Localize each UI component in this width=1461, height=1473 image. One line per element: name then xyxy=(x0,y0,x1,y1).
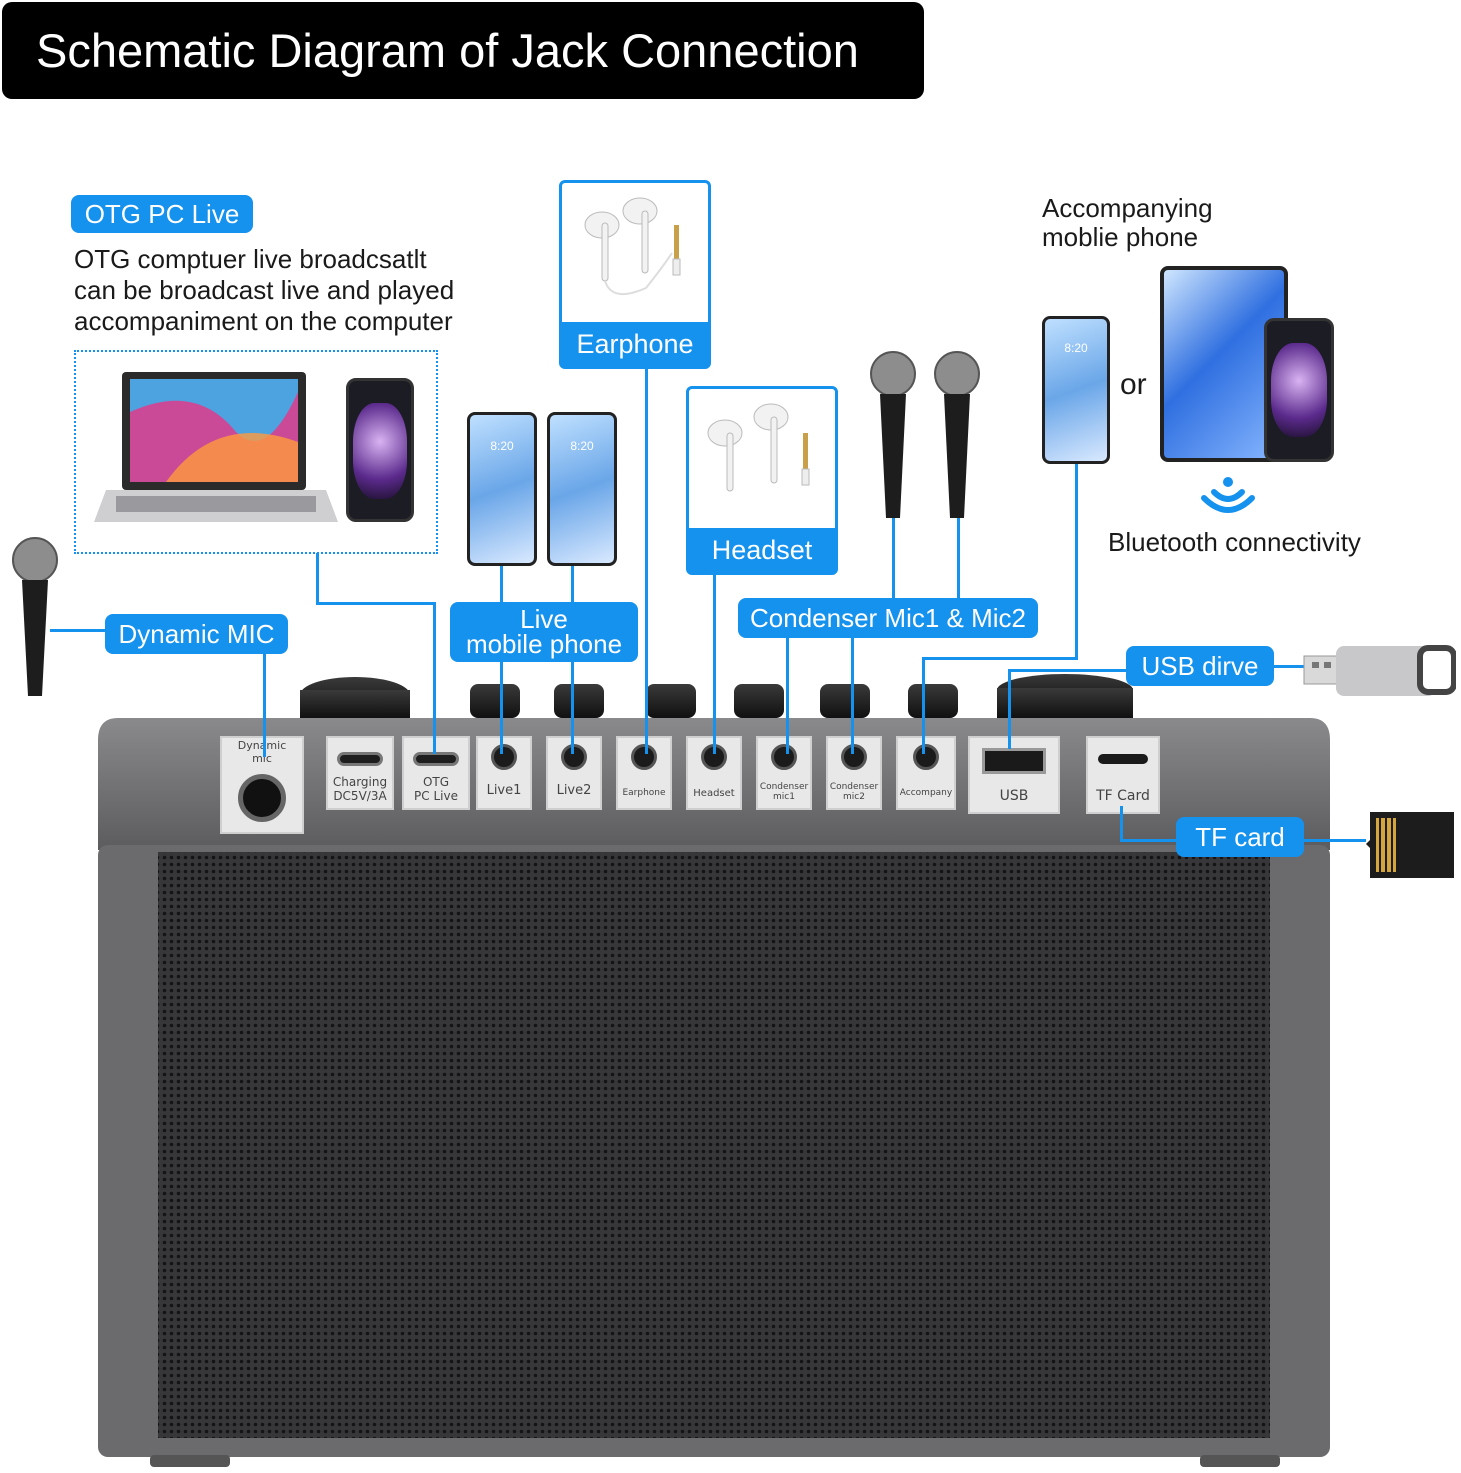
earphone-jack-label: Earphone xyxy=(622,788,666,798)
condenser-mic-tag: Condenser Mic1 & Mic2 xyxy=(738,598,1038,638)
phone-time: 8:20 xyxy=(570,439,594,453)
condenser-mic2-jack: Condenser mic2 xyxy=(826,736,882,810)
charging-port: Charging DC5V/3A xyxy=(326,736,394,810)
headset-box: Headset xyxy=(686,386,838,575)
audio-jack-icon xyxy=(561,744,587,770)
usb-c-port-icon xyxy=(337,752,383,766)
charging-label: Charging xyxy=(332,775,388,789)
otg-pc-live-label: PC Live xyxy=(414,788,458,803)
usb-port: USB xyxy=(968,736,1060,814)
phone-time: 8:20 xyxy=(490,439,514,453)
live2-label: Live2 xyxy=(556,783,592,798)
smartphone-icon xyxy=(1264,318,1334,462)
live-phone-2-icon: 8:20 xyxy=(547,412,617,566)
accompany-jack: Accompany xyxy=(896,736,956,810)
dynamic-microphone-icon xyxy=(12,537,58,696)
card-slot-icon xyxy=(1098,754,1148,764)
dynamic-mic-tag: Dynamic MIC xyxy=(105,614,288,654)
usb-label: USB xyxy=(999,788,1029,804)
live-tag-line: Live xyxy=(520,604,568,634)
headset-jack: Headset xyxy=(686,736,742,810)
smartphone-icon xyxy=(346,378,414,522)
xlr-jack-icon xyxy=(238,774,286,822)
usb-drive-icon xyxy=(1303,645,1456,696)
otg-description-line: accompaniment on the computer xyxy=(74,306,453,336)
condenser-mic1-icon xyxy=(870,351,916,518)
accompanying-phone-icon: 8:20 xyxy=(1042,316,1110,464)
tf-card-tag: TF card xyxy=(1176,817,1304,857)
usb-a-port-icon xyxy=(982,748,1046,774)
earphone-jack: Earphone xyxy=(616,736,672,810)
live-phone-1-icon: 8:20 xyxy=(467,412,537,566)
usb-c-port-icon xyxy=(413,752,459,766)
live-tag-line: mobile phone xyxy=(465,629,623,659)
dynamic-mic-jack-label: Dynamic xyxy=(237,739,287,752)
tf-card-label: TF Card xyxy=(1096,788,1150,804)
audio-jack-icon xyxy=(631,744,657,770)
live1-label: Live1 xyxy=(486,783,522,798)
or-label: or xyxy=(1120,368,1147,401)
page-title: Schematic Diagram of Jack Connection xyxy=(2,2,924,99)
live2-jack: Live2 xyxy=(546,736,602,810)
otg-description: OTG comptuer live broadcsatlt can be bro… xyxy=(74,244,454,337)
live-mobile-phone-tag: Live mobile phone xyxy=(450,602,638,662)
otg-pc-live-tag: OTG PC Live xyxy=(71,195,253,233)
condenser2-label: Condenser xyxy=(829,782,879,792)
usb-drive-tag: USB dirve xyxy=(1126,646,1274,686)
phone-time: 8:20 xyxy=(1064,341,1088,355)
tf-card-slot: TF Card xyxy=(1086,736,1160,814)
otg-devices-box xyxy=(74,350,438,554)
bluetooth-signal-icon xyxy=(1201,477,1255,513)
dynamic-mic-jack: Dynamic mic xyxy=(220,736,304,834)
headset-jack-label: Headset xyxy=(693,788,735,799)
accompany-label: Accompany xyxy=(899,788,953,798)
condenser1-label: Condenser xyxy=(759,782,809,792)
headset-label: Headset xyxy=(689,528,835,572)
condenser2-sub-label: mic2 xyxy=(843,792,865,803)
headset-icon xyxy=(707,403,810,492)
tf-card-icon xyxy=(1366,812,1454,878)
otg-description-line: can be broadcast live and played xyxy=(74,275,455,305)
otg-label: OTG xyxy=(422,775,450,789)
bluetooth-label: Bluetooth connectivity xyxy=(1108,527,1361,557)
condenser-mic2-icon xyxy=(934,351,980,518)
audio-jack-icon xyxy=(491,744,517,770)
dynamic-mic-jack-label-2: mic xyxy=(252,751,272,765)
earphone-box: Earphone xyxy=(559,180,711,369)
audio-jack-icon xyxy=(771,744,797,770)
accompanying-line: Accompanying xyxy=(1042,193,1213,223)
accompanying-phone-label: Accompanying moblie phone xyxy=(1042,194,1213,252)
knob-row xyxy=(300,674,1133,718)
charging-spec-label: DC5V/3A xyxy=(333,788,387,803)
laptop-icon xyxy=(94,372,338,522)
earphone-label: Earphone xyxy=(562,322,708,366)
otg-description-line: OTG comptuer live broadcsatlt xyxy=(74,244,427,274)
audio-jack-icon xyxy=(913,744,939,770)
audio-jack-icon xyxy=(701,744,727,770)
accompanying-line: moblie phone xyxy=(1042,222,1199,252)
audio-jack-icon xyxy=(841,744,867,770)
otg-port: OTG PC Live xyxy=(402,736,470,810)
live1-jack: Live1 xyxy=(476,736,532,810)
earphone-icon xyxy=(584,197,681,296)
condenser1-sub-label: mic1 xyxy=(773,792,795,803)
condenser-mic1-jack: Condenser mic1 xyxy=(756,736,812,810)
